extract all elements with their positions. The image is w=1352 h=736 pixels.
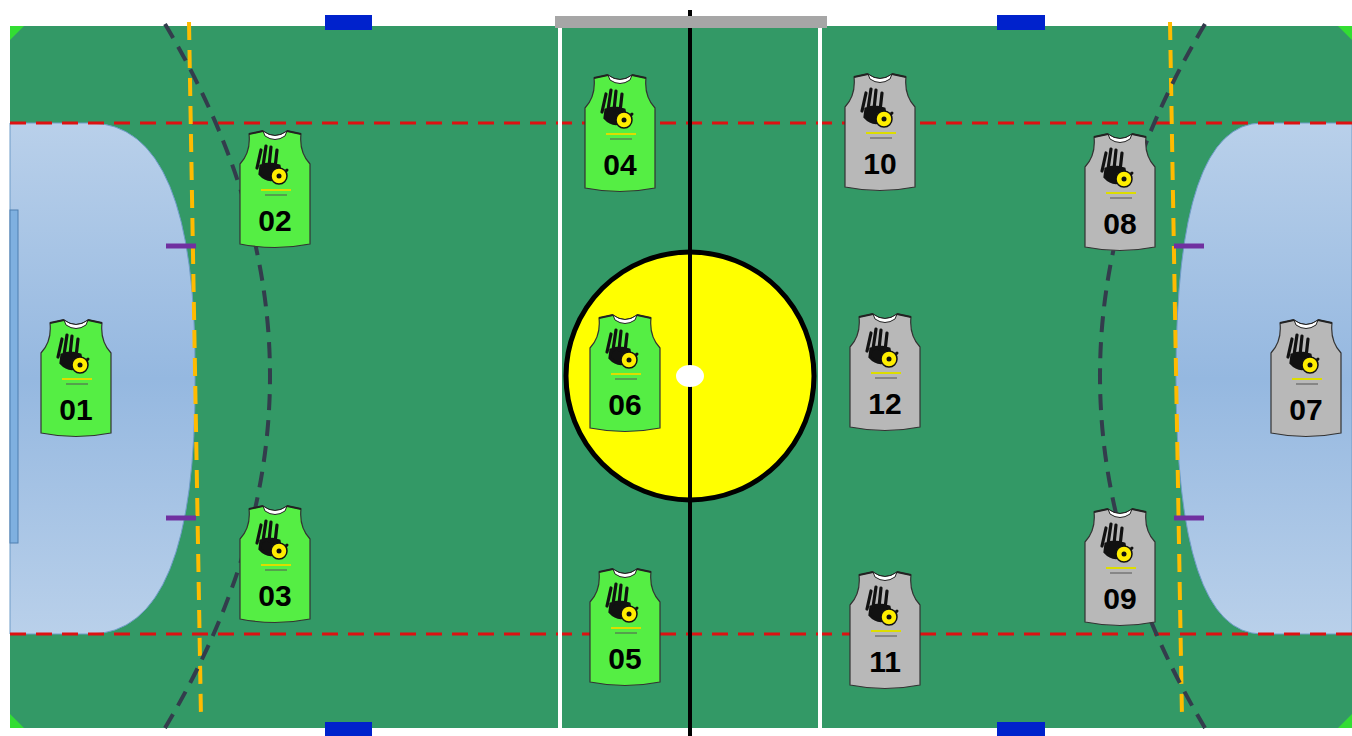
player-number: 12 [845,387,925,421]
player-jersey: 04 [580,72,660,194]
player-number: 04 [580,148,660,182]
player-jersey: 08 [1080,131,1160,253]
player-jersey: 12 [845,311,925,433]
player-jersey: 05 [585,566,665,688]
player-number: 06 [585,388,665,422]
player-jersey: 01 [36,317,116,439]
player-jersey: 06 [585,312,665,434]
player-jersey: 11 [845,569,925,691]
player-number: 03 [235,579,315,613]
player-number: 05 [585,642,665,676]
player-number: 09 [1080,582,1160,616]
player-jersey: 09 [1080,506,1160,628]
player-number: 01 [36,393,116,427]
player-jersey: 03 [235,503,315,625]
player-jersey: 07 [1266,317,1346,439]
player-jersey: 10 [840,71,920,193]
player-number: 08 [1080,207,1160,241]
player-number: 11 [845,645,925,679]
player-jersey: 02 [235,128,315,250]
player-number: 07 [1266,393,1346,427]
player-number: 10 [840,147,920,181]
player-number: 02 [235,204,315,238]
